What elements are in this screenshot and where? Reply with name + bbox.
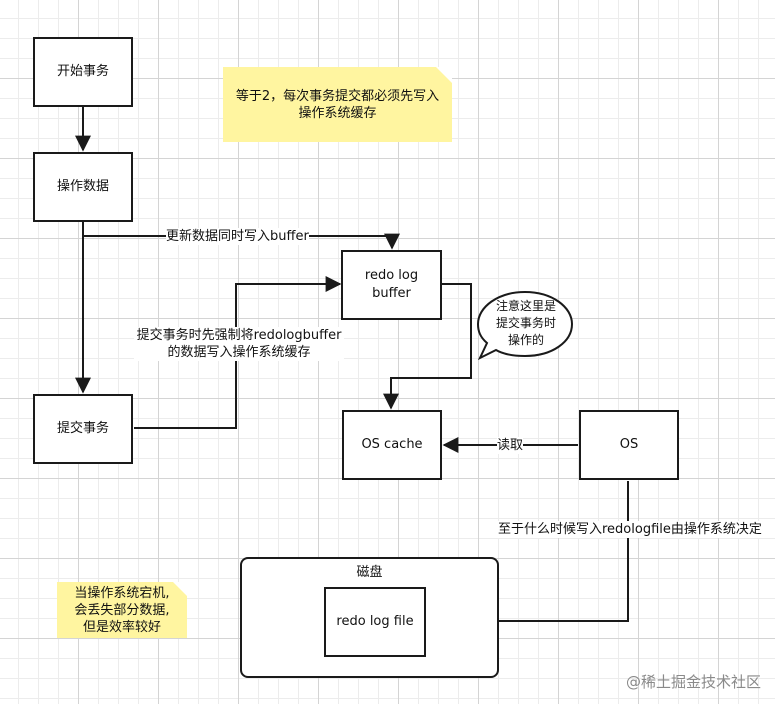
redo-log-buffer-label-line2: buffer (372, 286, 411, 301)
os-cache-box: OS cache (342, 410, 442, 480)
operate-data-box: 操作数据 (33, 152, 133, 222)
speech-bubble-line3: 操作的 (507, 333, 544, 347)
note-bottom-line1: 当操作系统宕机, (74, 585, 170, 601)
operate-data-label: 操作数据 (56, 179, 109, 194)
redo-log-file-box: redo log file (324, 587, 426, 657)
edge-label-update-buffer: 更新数据同时写入buffer (166, 228, 309, 245)
redo-log-file-label: redo log file (336, 614, 414, 629)
os-cache-label: OS cache (361, 437, 423, 452)
redo-log-buffer-box: redo log buffer (341, 250, 442, 320)
speech-bubble-shape (476, 290, 574, 361)
start-transaction-box: 开始事务 (33, 37, 133, 107)
disk-title: 磁盘 (356, 565, 383, 580)
redo-log-buffer-label-line1: redo log (364, 268, 419, 283)
os-box: OS (579, 410, 679, 480)
speech-bubble-line2: 提交事务时 (495, 316, 556, 330)
edge-label-os-decides: 至于什么时候写入redologfile由操作系统决定 (498, 521, 762, 538)
start-transaction-label: 开始事务 (56, 64, 109, 79)
note-top: 等于2，每次事务提交都必须先写入 操作系统缓存 (223, 67, 452, 142)
edge-buffer-to-oscache (383, 283, 472, 410)
note-bottom: 当操作系统宕机, 会丢失部分数据, 但是效率较好 (57, 582, 187, 638)
note-top-line2: 操作系统缓存 (298, 105, 377, 121)
speech-bubble-line1: 注意这里是 (495, 299, 556, 313)
commit-transaction-box: 提交事务 (33, 394, 133, 464)
note-bottom-line2: 会丢失部分数据, (74, 602, 170, 618)
os-label: OS (619, 437, 639, 452)
edge-label-commit-force-line1: 提交事务时先强制将redologbuffer (136, 328, 342, 343)
speech-bubble-text: 注意这里是 提交事务时 操作的 (483, 298, 569, 349)
watermark: @稀土掘金技术社区 (625, 673, 761, 691)
note-top-line1: 等于2，每次事务提交都必须先写入 (235, 88, 440, 104)
commit-transaction-label: 提交事务 (56, 421, 109, 436)
edge-label-commit-force-line2: 的数据写入操作系统缓存 (167, 345, 311, 360)
edge-label-commit-force: 提交事务时先强制将redologbuffer 的数据写入操作系统缓存 (134, 327, 344, 361)
note-bottom-fold (173, 582, 187, 596)
note-bottom-line3: 但是效率较好 (82, 619, 161, 635)
edge-label-read: 读取 (497, 437, 524, 454)
note-top-fold (436, 67, 452, 83)
